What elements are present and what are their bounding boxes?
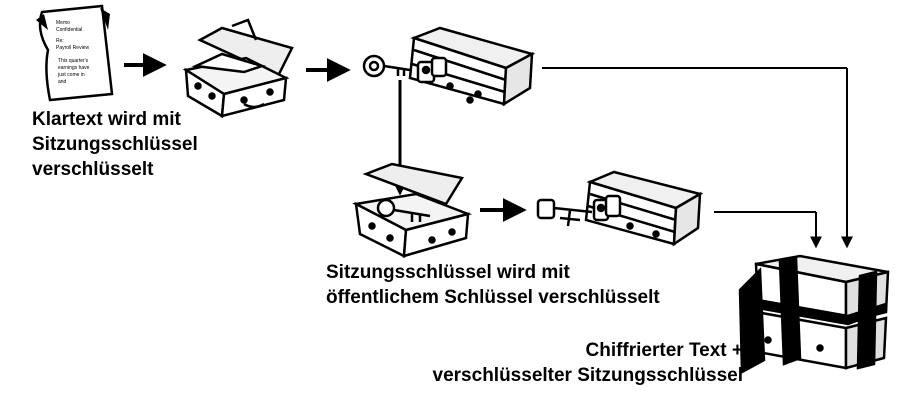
ciphertext-result-label: Chiffrierter Text + verschlüsselter Sitz… [432,340,743,386]
open-suitcase-with-key-icon [352,162,473,258]
plaintext-encrypted-label: Klartext wird mit Sitzungsschlüssel vers… [32,109,198,180]
document-line: just come in [57,72,85,78]
document-line: Confidential [56,27,82,33]
key-with-closed-suitcase-icon [362,26,536,107]
public-key-with-closed-suitcase-icon [536,170,704,247]
document-line: Memo [56,20,70,26]
session-key-encrypted-label: Sitzungsschlüssel wird mit öffentlichem … [326,262,660,308]
open-suitcase-with-document-icon [182,18,294,119]
document-line: Payroll Review [56,45,89,51]
bundled-suitcases-icon [738,254,890,375]
document-line: earnings have [58,65,90,71]
document-line: This quarter's [58,58,89,64]
document-line: Re: [56,38,64,44]
document-line: and [58,79,67,85]
plaintext-document-icon: Memo Confidential Re: Payroll Review Thi… [36,4,114,102]
